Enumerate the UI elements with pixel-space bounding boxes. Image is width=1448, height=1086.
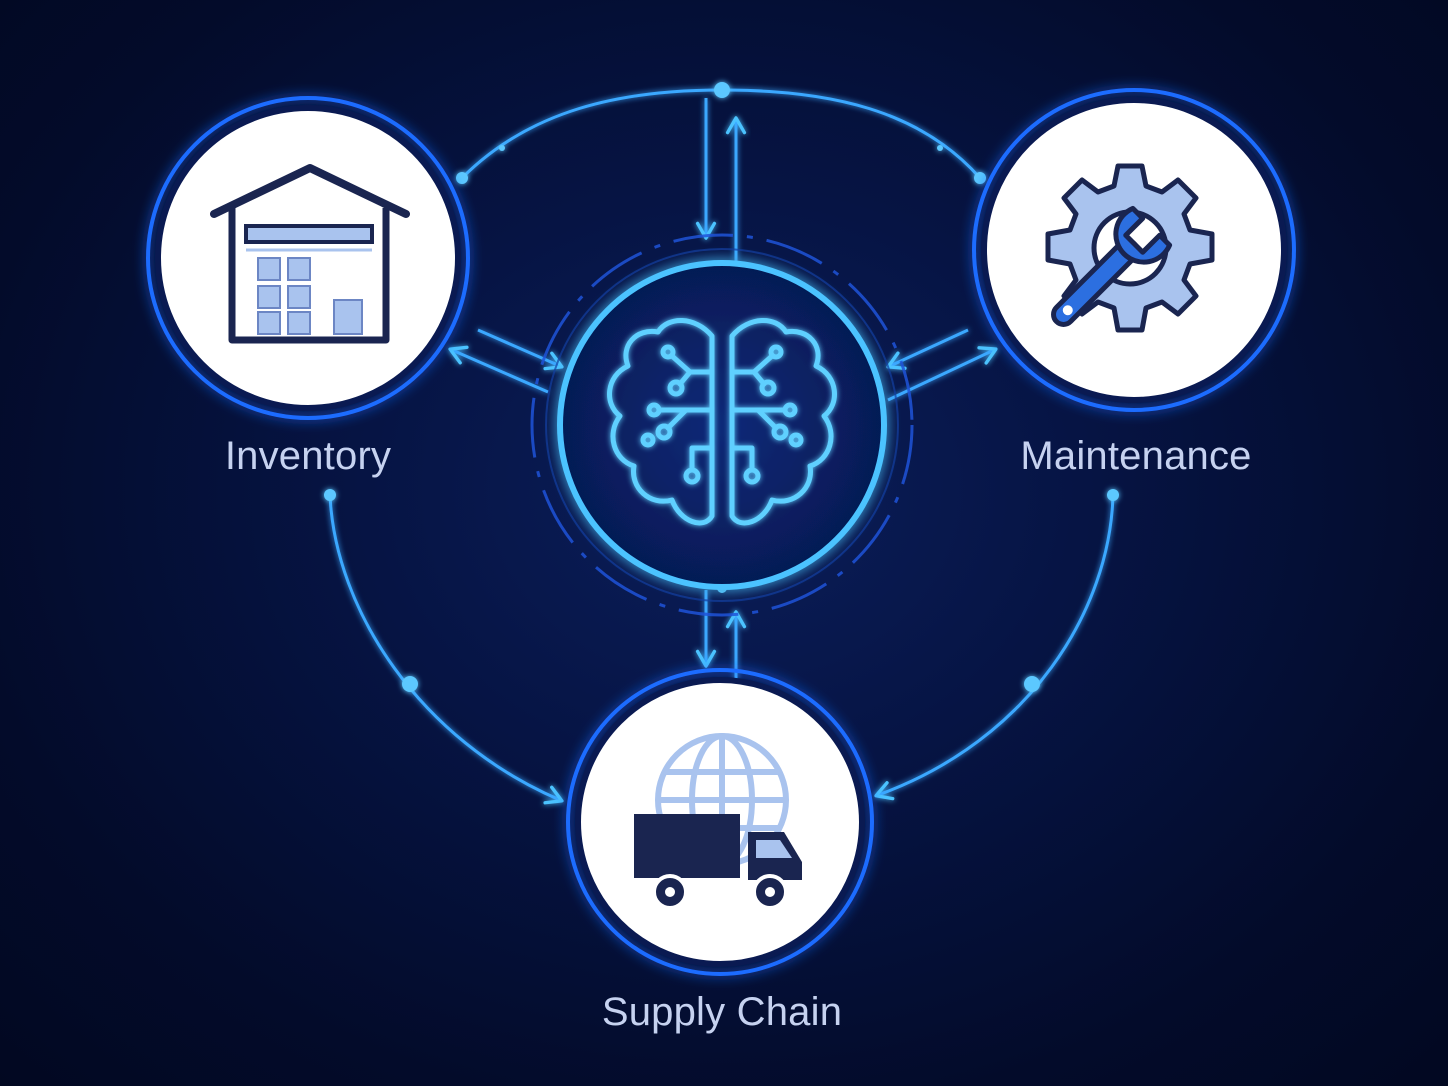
core-node bbox=[557, 260, 887, 590]
arc-right-bottom bbox=[874, 494, 1115, 801]
dot-left-start bbox=[324, 489, 336, 501]
core-halo bbox=[530, 233, 914, 617]
maintenance-label: Maintenance bbox=[1020, 434, 1252, 478]
globe-truck-icon bbox=[634, 733, 802, 910]
dot-tr-small bbox=[937, 145, 943, 151]
supply-chain-label: Supply Chain bbox=[601, 990, 843, 1034]
dot-top bbox=[714, 82, 730, 98]
diagonal-arrows bbox=[448, 328, 998, 402]
dot-top-right bbox=[974, 172, 986, 184]
dot-left-mid bbox=[402, 676, 418, 692]
arc-top-right bbox=[721, 88, 982, 179]
arc-left-bottom bbox=[328, 494, 564, 805]
inventory-label: Inventory bbox=[224, 434, 392, 478]
maintenance-node bbox=[972, 88, 1296, 412]
dot-tl-small bbox=[499, 145, 505, 151]
inventory-node bbox=[146, 96, 470, 420]
warehouse-icon bbox=[210, 164, 410, 344]
connector-dots bbox=[324, 82, 1119, 692]
dot-top-left bbox=[456, 172, 468, 184]
dot-right-mid bbox=[1024, 676, 1040, 692]
supply-chain-node bbox=[566, 668, 874, 976]
connector-arcs bbox=[328, 88, 1115, 805]
brain-circuit-icon bbox=[607, 318, 837, 526]
arc-top-left bbox=[460, 88, 723, 180]
dot-right-start bbox=[1107, 489, 1119, 501]
vertical-arrows bbox=[695, 98, 747, 680]
gear-wrench-icon bbox=[1045, 163, 1215, 333]
